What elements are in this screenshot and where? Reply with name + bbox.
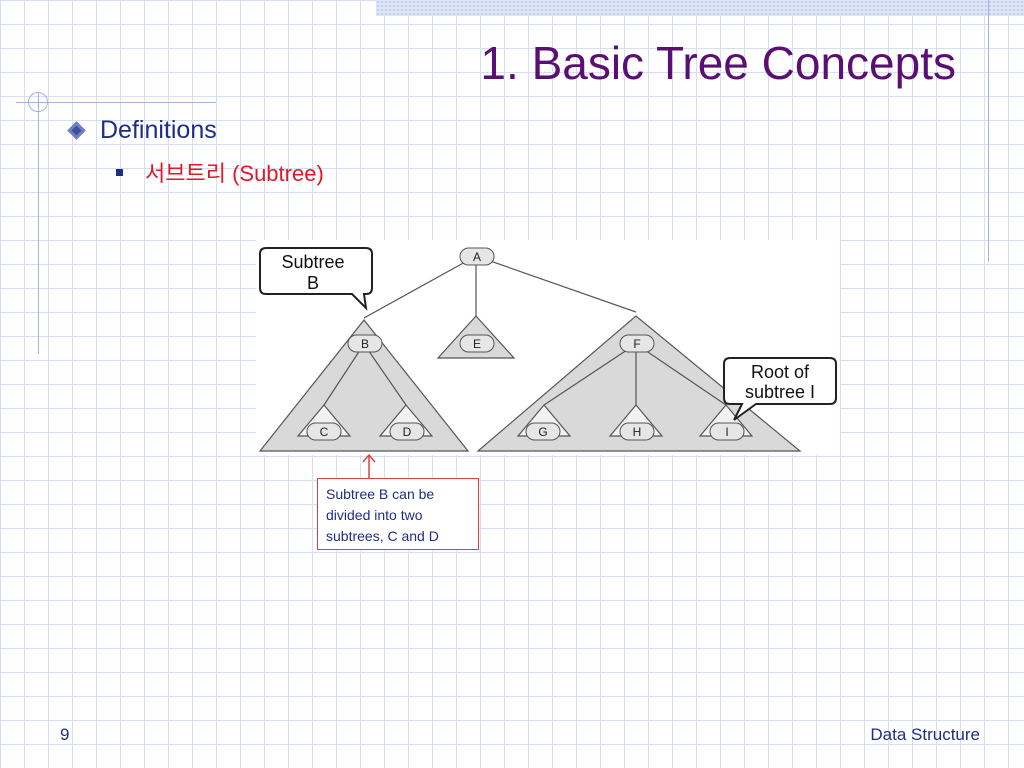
node-e-label: E bbox=[473, 337, 481, 351]
bullet-definitions: Definitions bbox=[66, 116, 217, 145]
node-e: E bbox=[459, 334, 495, 353]
diamond-bullet-icon bbox=[67, 121, 86, 140]
callout-root-i-line1: Root of bbox=[751, 362, 810, 382]
page-number: 9 bbox=[60, 725, 70, 744]
decoration-line-horizontal bbox=[16, 102, 216, 103]
node-i: I bbox=[709, 422, 745, 441]
node-f-label: F bbox=[633, 337, 640, 351]
node-b-label: B bbox=[361, 337, 369, 351]
edge-b-c bbox=[323, 343, 365, 406]
node-a-label: A bbox=[473, 250, 481, 264]
node-c: C bbox=[306, 422, 342, 441]
node-b: B bbox=[347, 334, 383, 353]
square-bullet-icon bbox=[116, 168, 123, 176]
bullet-subtree: 서브트리 (Subtree) bbox=[116, 156, 324, 188]
node-g: G bbox=[525, 422, 561, 441]
edge-b-d bbox=[363, 343, 407, 406]
edge-f-i bbox=[635, 343, 727, 406]
slide-title: 1. Basic Tree Concepts bbox=[480, 37, 956, 89]
callout-root-of-subtree-i: Root of subtree I bbox=[723, 357, 837, 421]
callout-subtree-b-line1: Subtree bbox=[281, 252, 344, 272]
edge-a-b bbox=[363, 255, 477, 319]
node-f: F bbox=[619, 334, 655, 353]
top-decoration-band bbox=[376, 0, 1024, 16]
node-i-label: I bbox=[725, 425, 728, 439]
subtree-diagram: A B E F C D G H I Subtree B Root of bbox=[256, 240, 840, 455]
node-h-label: H bbox=[633, 425, 642, 439]
callout-root-i-line2: subtree I bbox=[745, 382, 815, 402]
node-d-label: D bbox=[403, 425, 412, 439]
decoration-line-vertical bbox=[38, 92, 39, 354]
node-g-label: G bbox=[538, 425, 547, 439]
note-box: Subtree B can be divided into two subtre… bbox=[317, 478, 479, 550]
edge-a-f bbox=[475, 255, 637, 313]
node-a: A bbox=[459, 247, 495, 266]
callout-subtree-b-line2: B bbox=[307, 273, 319, 293]
node-d: D bbox=[389, 422, 425, 441]
decoration-line-right bbox=[988, 0, 989, 262]
edge-f-g bbox=[543, 343, 637, 406]
bullet-subtree-text: 서브트리 (Subtree) bbox=[145, 161, 324, 186]
footer-title: Data Structure bbox=[870, 725, 980, 744]
node-c-label: C bbox=[320, 425, 329, 439]
node-h: H bbox=[619, 422, 655, 441]
callout-subtree-b: Subtree B bbox=[259, 247, 373, 311]
bullet-definitions-text: Definitions bbox=[100, 116, 217, 144]
red-arrow-up-icon bbox=[362, 453, 376, 479]
decoration-circle bbox=[28, 92, 48, 112]
